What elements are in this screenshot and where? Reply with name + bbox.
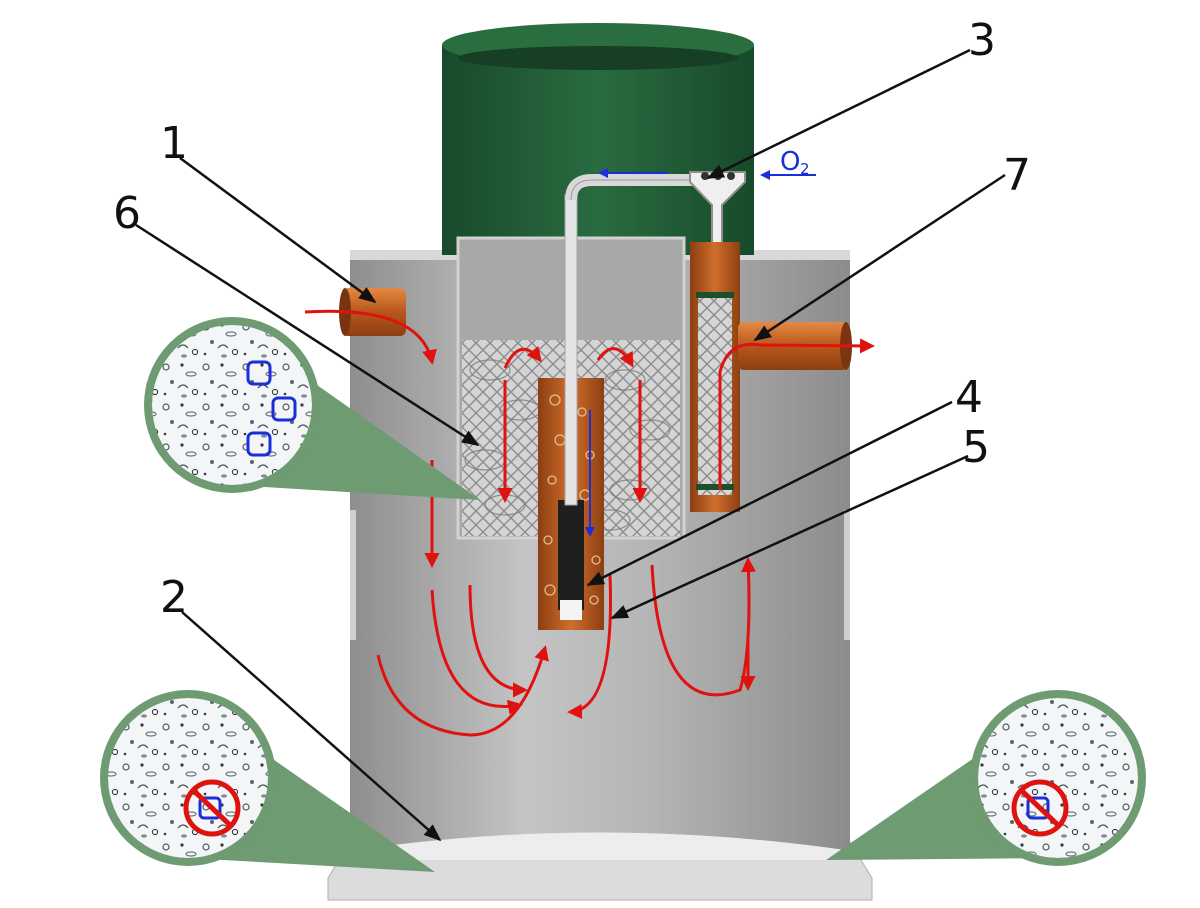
callout-leaders	[135, 48, 1006, 842]
no-oxygen-icon	[183, 779, 241, 837]
svg-text:O: O	[780, 147, 800, 177]
callout-3: 3	[968, 15, 996, 66]
zoom-bubble-anaerobic-left	[100, 690, 435, 872]
flow-arrows	[304, 309, 875, 737]
callout-1: 1	[160, 118, 188, 169]
air-tube	[564, 174, 720, 506]
air-arrows	[585, 168, 816, 537]
svg-text:2: 2	[800, 160, 810, 178]
callout-5: 5	[962, 422, 990, 473]
callout-4: 4	[955, 372, 983, 423]
callout-6: 6	[113, 188, 141, 239]
no-oxygen-icon	[1011, 779, 1069, 837]
green-lid	[442, 23, 754, 255]
zoom-bubble-anaerobic-right	[826, 690, 1146, 866]
callout-2: 2	[160, 572, 188, 623]
callout-numbers: 1 6 3 7 4 5 2	[113, 15, 1031, 623]
inlet-pipe[interactable]	[339, 288, 406, 336]
oxygen-label: O 2	[780, 147, 810, 178]
zoom-bubble-aerobic	[144, 317, 480, 500]
clarifier-column	[690, 242, 740, 512]
callout-7: 7	[1003, 150, 1031, 201]
